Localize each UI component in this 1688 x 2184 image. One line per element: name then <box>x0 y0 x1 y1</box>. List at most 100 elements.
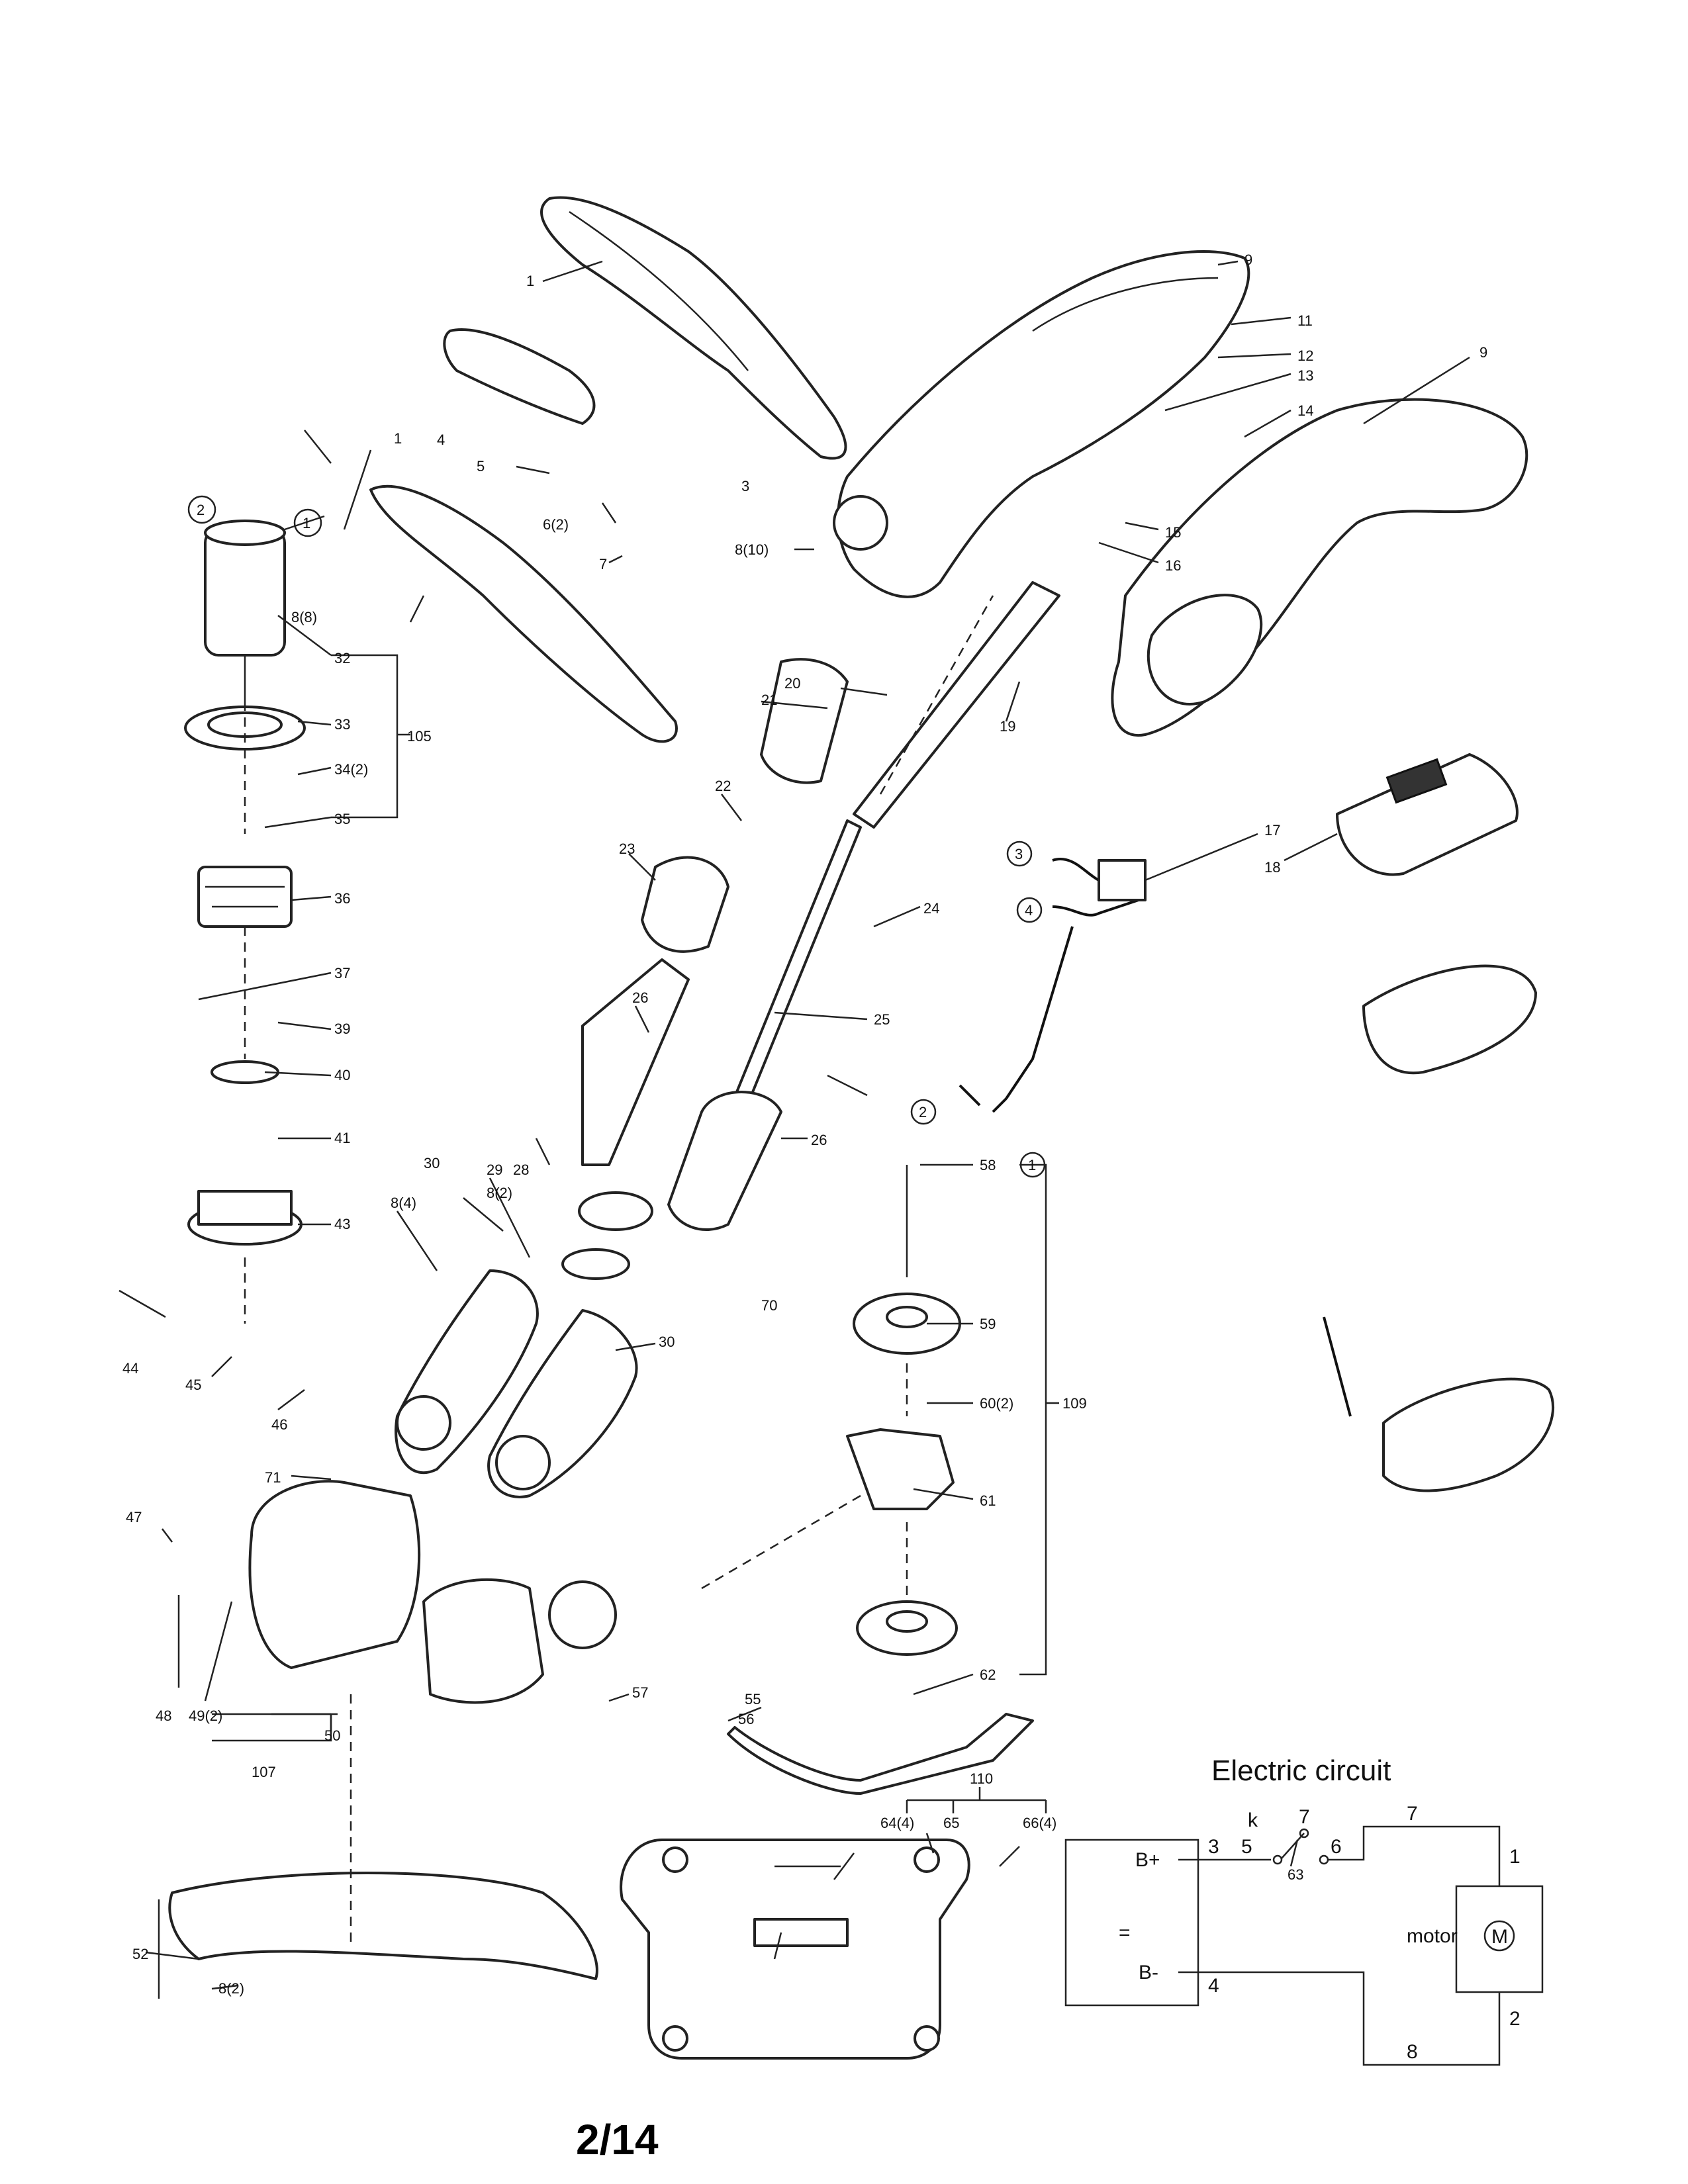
callout-8-coupler: 8(2) <box>487 1185 512 1201</box>
callout-22: 22 <box>715 778 731 794</box>
handle-half-part-9-left <box>833 250 1250 598</box>
wire-harness-part-17 <box>959 858 1147 1113</box>
callout-71: 71 <box>265 1469 281 1486</box>
callout-32: 32 <box>334 650 350 666</box>
callout-9-right: 9 <box>1479 344 1487 361</box>
callout-63: 63 <box>1288 1866 1303 1883</box>
marker-2-harness: 2 <box>919 1104 927 1120</box>
wheel-assembly-parts-59-61 <box>846 1165 961 1656</box>
callout-70: 70 <box>761 1297 777 1314</box>
callout-13: 13 <box>1297 367 1313 384</box>
handle-half-part-9-right <box>1111 398 1528 737</box>
callout-17: 17 <box>1264 822 1280 839</box>
group-brackets <box>158 654 1059 1999</box>
callout-1-aux: 1 <box>394 430 402 447</box>
auxiliary-handle-part-1 <box>369 484 678 743</box>
callout-45: 45 <box>185 1377 201 1393</box>
marker-3-harness: 3 <box>1015 846 1023 862</box>
coupler-parts-26 <box>581 958 782 1231</box>
callout-58: 58 <box>980 1157 996 1173</box>
callout-57: 57 <box>632 1684 648 1701</box>
motor-mount-part-33 <box>184 705 306 751</box>
callout-107: 107 <box>252 1764 276 1780</box>
wire-3: 3 <box>1208 1836 1219 1858</box>
callout-18: 18 <box>1264 859 1280 876</box>
callout-9-left: 9 <box>1244 251 1252 268</box>
callout-64: 64(4) <box>880 1815 914 1831</box>
callout-60: 60(2) <box>980 1395 1013 1412</box>
callout-6: 6(2) <box>543 516 569 533</box>
marker-4-harness: 4 <box>1025 902 1033 919</box>
callout-65: 65 <box>943 1815 959 1831</box>
callout-44: 44 <box>122 1360 138 1377</box>
callout-48: 48 <box>156 1707 171 1724</box>
wire-7-top: 7 <box>1407 1803 1418 1825</box>
callout-1-upper: 1 <box>526 273 534 289</box>
callout-7: 7 <box>599 556 607 572</box>
collar-parts-28-29 <box>561 1191 653 1280</box>
callout-26-lower: 26 <box>811 1132 827 1148</box>
wire-7-switch: 7 <box>1299 1806 1310 1828</box>
spool-parts-40-41-43 <box>187 1060 303 1246</box>
battery-pack-part-18 <box>1336 753 1519 876</box>
callout-30-left: 30 <box>424 1155 440 1171</box>
auxiliary-handle-part-4 <box>443 328 596 425</box>
callout-8-housing: 8(4) <box>391 1195 416 1211</box>
callout-11: 11 <box>1297 312 1313 329</box>
callout-16: 16 <box>1165 557 1181 574</box>
callout-29: 29 <box>487 1161 502 1178</box>
callout-5: 5 <box>477 458 485 475</box>
callout-25: 25 <box>874 1011 890 1028</box>
wall-mount-part-65 <box>620 1839 970 2060</box>
callout-19: 19 <box>1000 718 1015 735</box>
part-callouts: 1 1 9 9 11 12 13 14 15 16 19 17 18 3 4 5… <box>122 251 1487 1997</box>
callout-28: 28 <box>513 1161 529 1178</box>
wire-4: 4 <box>1208 1975 1219 1997</box>
callout-35: 35 <box>334 811 350 827</box>
callout-21: 21 <box>761 692 777 708</box>
edge-guide-part-56 <box>727 1713 1034 1795</box>
callout-59: 59 <box>980 1316 996 1332</box>
shaft-parts-20-23 <box>641 658 849 953</box>
callout-56-label: 56 <box>738 1711 754 1727</box>
callout-33: 33 <box>334 716 350 733</box>
callout-30-right: 30 <box>659 1334 675 1350</box>
battery-box <box>1064 1839 1199 2007</box>
wire-6: 6 <box>1331 1836 1342 1858</box>
switch-label: k <box>1248 1809 1258 1831</box>
callout-43: 43 <box>334 1216 350 1232</box>
callout-47: 47 <box>126 1509 142 1525</box>
marker-1-harness: 1 <box>1028 1157 1036 1173</box>
assembly-guide-lines <box>244 595 994 1946</box>
callout-23: 23 <box>619 841 635 857</box>
page-number: 2/14 <box>576 2116 659 2163</box>
callout-24: 24 <box>923 900 939 917</box>
charger-adapter <box>1323 964 1555 1492</box>
motor-symbol-ring <box>1483 1920 1515 1952</box>
callout-110: 110 <box>970 1770 993 1787</box>
callout-40: 40 <box>334 1067 350 1083</box>
callout-66: 66(4) <box>1023 1815 1056 1831</box>
fan-part-36 <box>197 866 293 928</box>
callout-3: 3 <box>741 478 749 494</box>
callout-8-handle: 8(10) <box>735 541 769 558</box>
callout-4: 4 <box>437 432 445 448</box>
callout-62: 62 <box>980 1666 996 1683</box>
callout-36: 36 <box>334 890 350 907</box>
upper-handle-part-1 <box>540 196 847 460</box>
circuit-title: Electric circuit <box>1211 1754 1391 1787</box>
motor-part-32 <box>204 520 286 702</box>
callout-34: 34(2) <box>334 761 368 778</box>
motor-symbol: M <box>1491 1926 1508 1948</box>
marker-2-motor: 2 <box>197 502 205 518</box>
callout-105: 105 <box>407 728 432 745</box>
callout-15: 15 <box>1165 524 1181 541</box>
callout-39: 39 <box>334 1021 350 1037</box>
callout-20: 20 <box>784 675 800 692</box>
callout-12: 12 <box>1297 347 1313 364</box>
callout-50: 50 <box>324 1727 340 1744</box>
wire-markers: 2 1 3 4 2 1 <box>187 495 1046 1178</box>
callout-52: 52 <box>132 1946 148 1962</box>
